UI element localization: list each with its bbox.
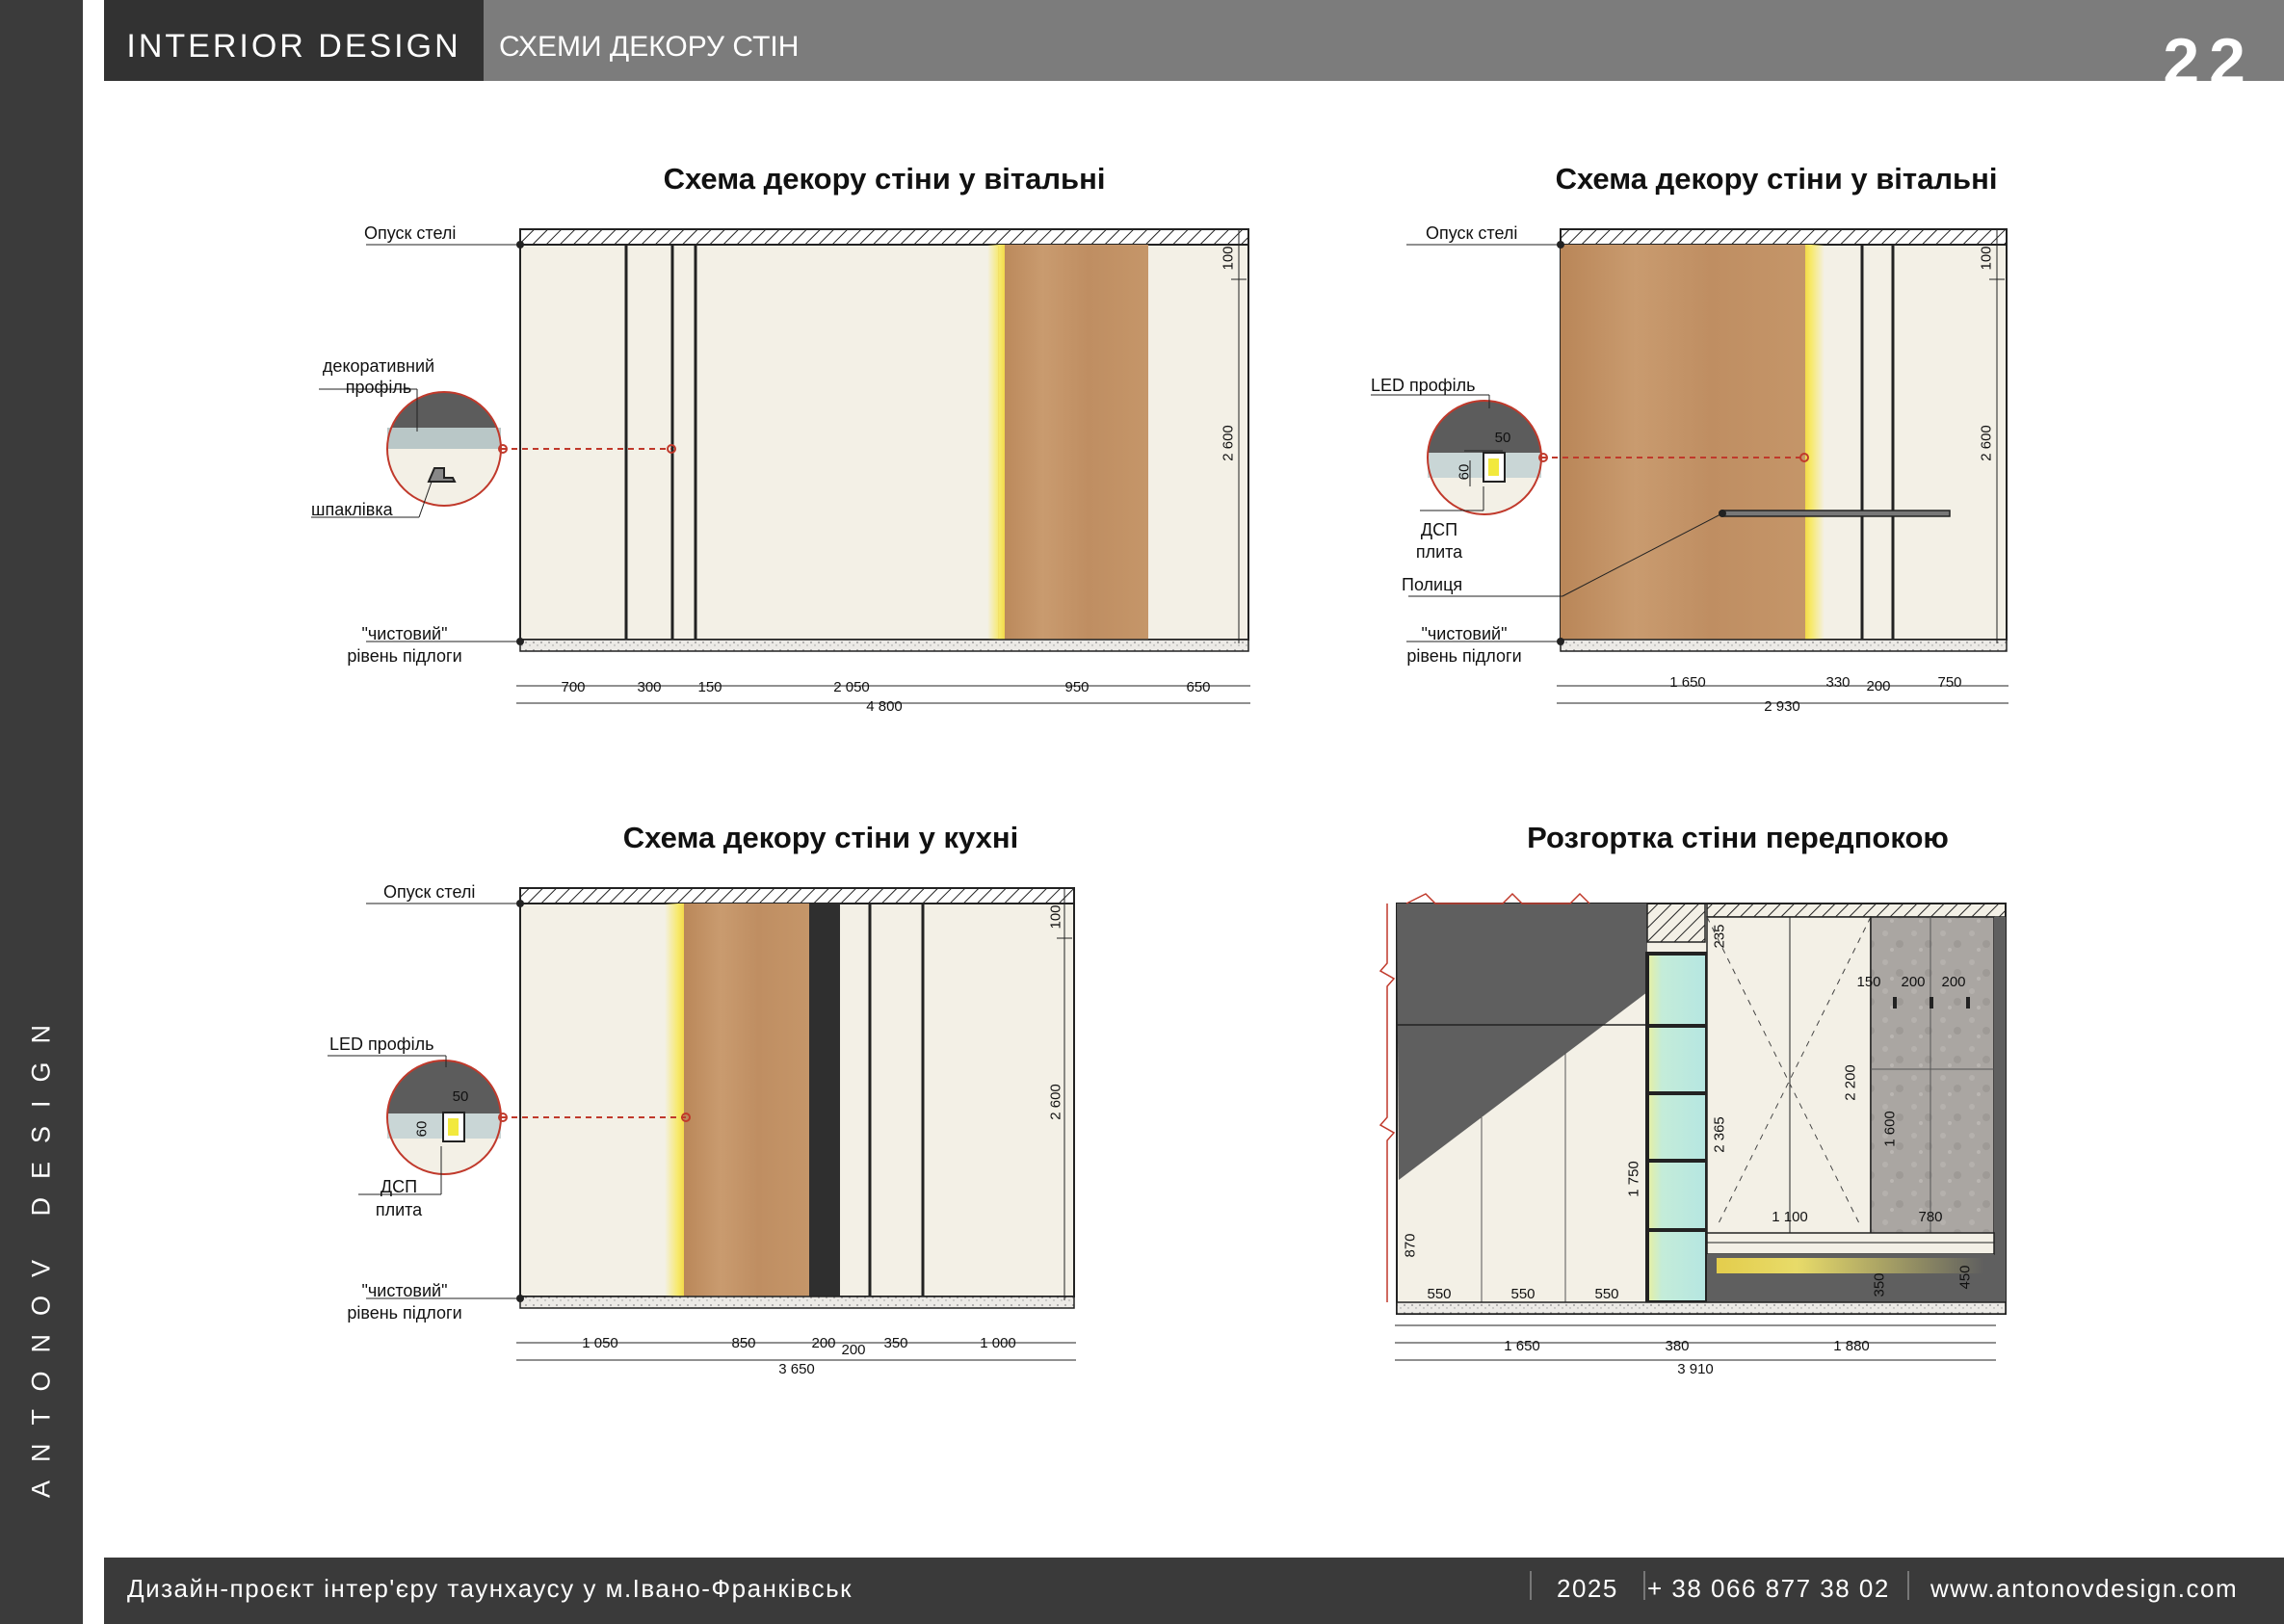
dimension-height: 2 600 [1978, 425, 1995, 461]
dimension-height: 100 [1047, 904, 1064, 930]
dimension-width: 550 [1510, 1286, 1536, 1302]
detail-label: шпаклівка [311, 500, 393, 519]
dimension-vertical: 2 200 [1842, 1064, 1859, 1101]
dimension-vertical: 350 [1871, 1272, 1888, 1297]
dimension-width: 330 [1825, 674, 1851, 691]
dimension-width: 1 050 [582, 1335, 618, 1351]
page-number: 22 [2163, 25, 2255, 98]
dimension-vertical: 2 365 [1711, 1116, 1728, 1153]
dimension-width: 650 [1186, 679, 1211, 695]
dimension-total: 4 800 [866, 698, 903, 715]
dimension-width: 1 650 [1669, 674, 1706, 691]
dimension-vertical: 450 [1956, 1265, 1974, 1290]
footer-divider [1643, 1571, 1645, 1600]
dimension-width: 150 [697, 679, 722, 695]
dimension-width: 550 [1594, 1286, 1619, 1302]
dimension-height: 100 [1978, 246, 1995, 271]
dimension-width: 300 [637, 679, 662, 695]
footer-divider [1907, 1571, 1909, 1600]
detail-label: LED профіль [329, 1035, 434, 1054]
drawing-hallway [1378, 892, 2007, 1361]
project-name: Дизайн-проєкт інтер'єру таунхаусу у м.Ів… [127, 1574, 853, 1603]
detail-label: декоративний [322, 356, 435, 376]
dimension-width: 850 [731, 1335, 756, 1351]
detail-dimension: 60 [1456, 463, 1473, 481]
floor-label: "чистовий" [1421, 624, 1508, 643]
dimension-height: 2 600 [1047, 1084, 1064, 1120]
brand-label: INTERIOR DESIGN [104, 0, 484, 81]
floor-label: рівень підлоги [347, 646, 462, 666]
detail-label: ДСП [1420, 520, 1458, 539]
dimension-width: 950 [1064, 679, 1089, 695]
floor-label: рівень підлоги [347, 1303, 462, 1323]
drawing-title-living-1: Схема декору стіни у вітальні [663, 162, 1106, 196]
dimension-hook: 200 [1941, 974, 1966, 990]
dimension-width: 200 [1866, 678, 1891, 694]
drawing-kitchen [328, 887, 1076, 1361]
dimension-height: 100 [1220, 246, 1237, 271]
dimension-hook: 150 [1856, 974, 1881, 990]
ceiling-label: Опуск стелі [1426, 223, 1518, 243]
detail-label: профіль [345, 378, 412, 397]
dimension-total: 3 910 [1677, 1361, 1714, 1377]
dimension-hook: 200 [1901, 974, 1926, 990]
footer-year: 2025 [1557, 1574, 1618, 1603]
dimension-total: 3 650 [778, 1361, 815, 1377]
dimension-vertical: 1 750 [1625, 1161, 1642, 1197]
detail-dimension: 50 [452, 1088, 469, 1105]
dimension-width: 1 650 [1504, 1338, 1540, 1354]
drawing-title-kitchen: Схема декору стіни у кухні [622, 821, 1019, 854]
dimension-width: 550 [1427, 1286, 1452, 1302]
footer-website: www.antonovdesign.com [1930, 1574, 2239, 1603]
section-title: СХЕМИ ДЕКОРУ СТІН [499, 31, 800, 63]
detail-label: ДСП [380, 1177, 418, 1196]
footer-divider [1530, 1571, 1532, 1600]
dimension-width: 200 [841, 1342, 866, 1358]
shelf-label: Полиця [1402, 575, 1463, 594]
dimension-vertical: 870 [1402, 1233, 1419, 1258]
dimension-width: 1 880 [1833, 1338, 1870, 1354]
ceiling-label: Опуск стелі [364, 223, 457, 243]
drawing-living-2 [1371, 228, 2008, 704]
dimension-inner: 780 [1918, 1209, 1943, 1225]
detail-label: плита [375, 1200, 423, 1219]
dimension-height: 2 600 [1220, 425, 1237, 461]
detail-dimension: 60 [413, 1120, 431, 1138]
dimension-width: 380 [1665, 1338, 1690, 1354]
ceiling-label: Опуск стелі [383, 882, 476, 902]
dimension-width: 750 [1937, 674, 1962, 691]
dimension-vertical: 1 600 [1881, 1111, 1899, 1147]
detail-label: LED профіль [1371, 376, 1476, 395]
drawing-living-1 [311, 228, 1250, 704]
detail-dimension: 50 [1494, 430, 1511, 446]
footer-bar: Дизайн-проєкт інтер'єру таунхаусу у м.Ів… [104, 1558, 2284, 1624]
dimension-total: 2 930 [1764, 698, 1800, 715]
drawing-title-living-2: Схема декору стіни у вітальні [1555, 162, 1998, 196]
dimension-width: 200 [811, 1335, 836, 1351]
floor-label: "чистовий" [361, 1281, 448, 1300]
footer-phone: + 38 066 877 38 02 [1647, 1574, 1890, 1603]
sidebar: ANTONOV DESIGN [0, 0, 83, 1624]
floor-label: рівень підлоги [1406, 646, 1522, 666]
dimension-vertical: 235 [1711, 924, 1728, 949]
floor-label: "чистовий" [361, 624, 448, 643]
detail-label: плита [1415, 542, 1463, 562]
drawing-title-hallway: Розгортка стіни передпокою [1527, 821, 1949, 854]
dimension-inner: 1 100 [1772, 1209, 1808, 1225]
dimension-width: 1 000 [980, 1335, 1016, 1351]
dimension-width: 2 050 [833, 679, 870, 695]
dimension-width: 350 [883, 1335, 908, 1351]
dimension-width: 700 [561, 679, 586, 695]
